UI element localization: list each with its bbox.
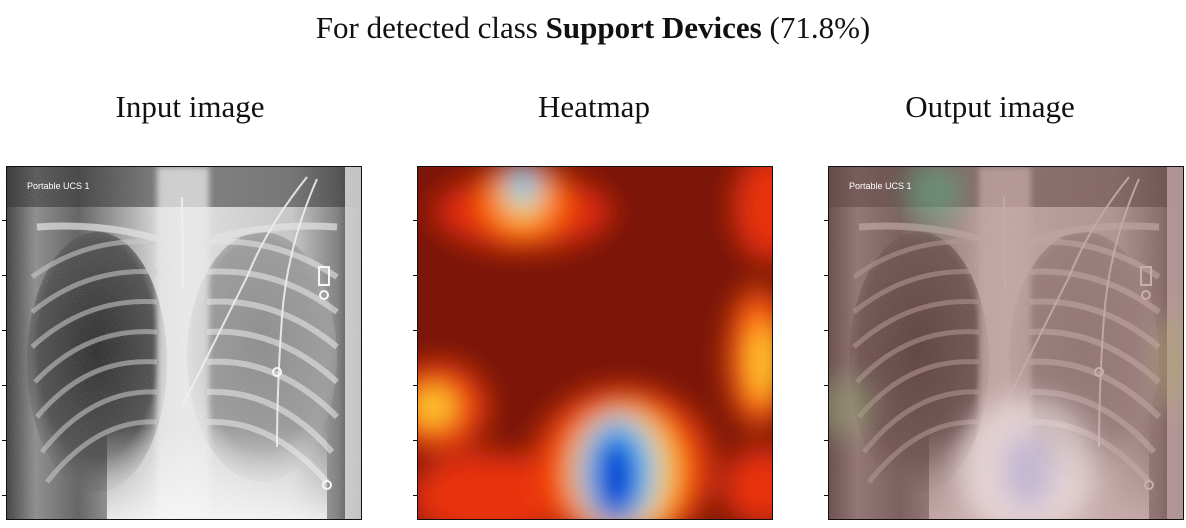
heatmap-label: Heatmap	[538, 89, 650, 124]
output-image: Portable UCS 1	[828, 166, 1184, 520]
detected-class-name: Support Devices	[545, 10, 762, 45]
input-image-label: Input image	[115, 89, 265, 124]
confidence-value: (71.8%)	[769, 10, 871, 45]
title-prefix: For detected class	[315, 10, 546, 45]
heatmap-image	[417, 166, 773, 520]
figure-title: For detected class Support Devices (71.8…	[0, 8, 1186, 48]
overlay-xray-image: Portable UCS 1	[829, 167, 1183, 519]
xray-overlay-text-output: Portable UCS 1	[849, 181, 912, 191]
xray-overlay-text: Portable UCS 1	[27, 181, 90, 191]
output-image-label: Output image	[905, 89, 1075, 124]
chest-xray-image: Portable UCS 1	[7, 167, 362, 520]
input-image: Portable UCS 1	[6, 166, 362, 520]
heatmap-canvas	[418, 167, 772, 519]
